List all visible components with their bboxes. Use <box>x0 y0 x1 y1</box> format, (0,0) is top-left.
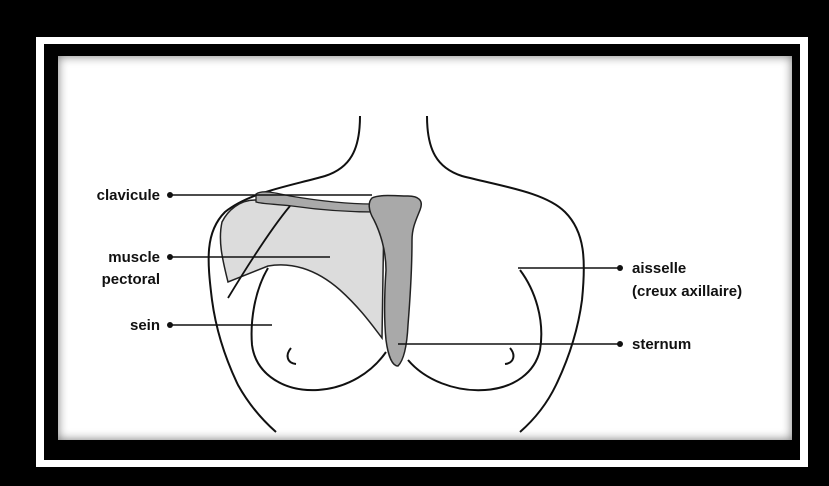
sternum-dot <box>617 341 623 347</box>
label-creux-axillaire: (creux axillaire) <box>632 283 742 300</box>
label-aisselle: aisselle <box>632 260 686 277</box>
right-nipple <box>505 348 513 364</box>
neck-right-outline <box>427 116 584 432</box>
left-nipple <box>288 348 296 364</box>
label-muscle: muscle <box>108 249 160 266</box>
sein-dot <box>167 322 173 328</box>
label-pectoral: pectoral <box>102 271 160 288</box>
right-breast-outline <box>408 270 541 390</box>
clavicule-dot <box>167 192 173 198</box>
label-sein: sein <box>130 317 160 334</box>
label-clavicule: clavicule <box>97 187 160 204</box>
label-sternum: sternum <box>632 336 691 353</box>
muscle-dot <box>167 254 173 260</box>
aisselle-dot <box>617 265 623 271</box>
